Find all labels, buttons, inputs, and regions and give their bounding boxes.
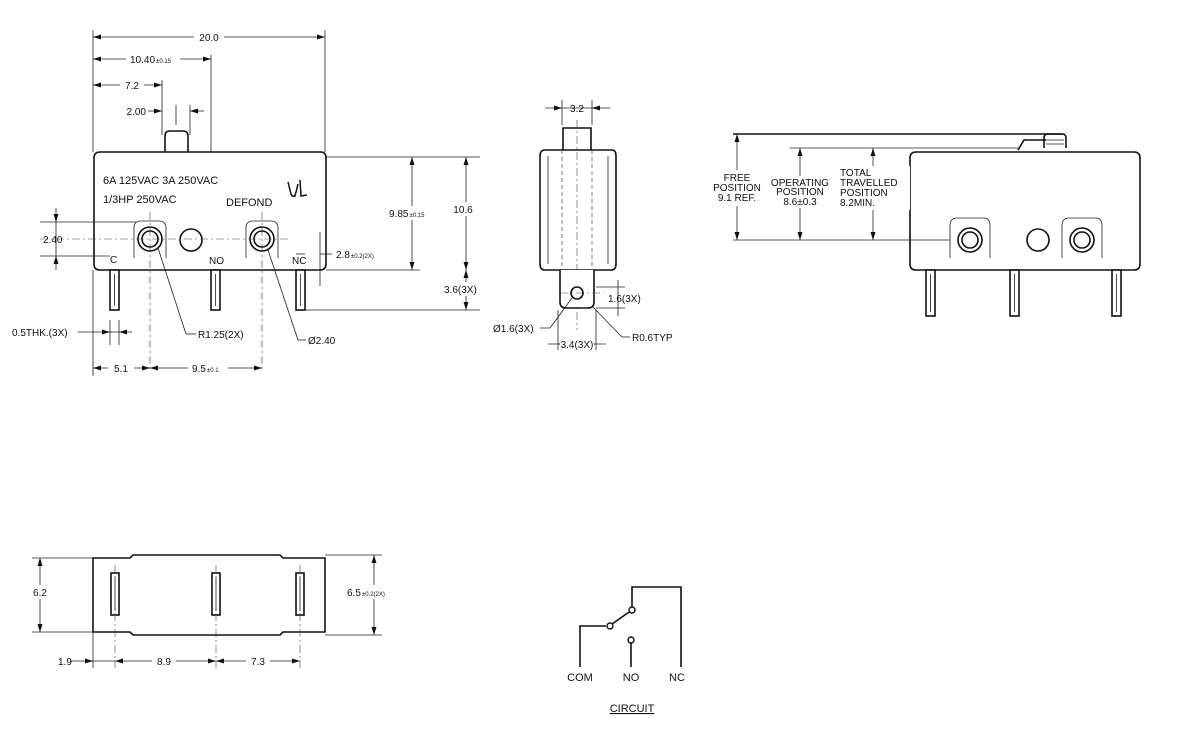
lever-view-plunger-hole — [1026, 228, 1050, 252]
rating-line-1: 6A 125VAC 3A 250VAC — [103, 175, 218, 187]
operating-position-line-3: 8.6±0.3 — [783, 197, 817, 208]
dim-corner-radius: R0.6TYP — [632, 333, 673, 344]
dim-body-width: 6.2 — [33, 588, 47, 599]
dim-terminal-thickness: 0.5THK.(3X) — [12, 328, 68, 339]
total-travelled-line-1: TOTAL — [840, 168, 872, 179]
rating-line-2: 1/3HP 250VAC — [103, 194, 177, 206]
side-view: 3.2 1.6(3X) Ø1.6(3X) R0.6TYP 3.4 — [493, 100, 673, 351]
circuit-title: CIRCUIT — [610, 703, 655, 715]
terminal-label-nc: NC — [292, 256, 306, 267]
circuit-label-com: COM — [567, 672, 593, 684]
total-travelled-line-2: TRAVELLED — [840, 178, 898, 189]
dim-terminal-width: 1.6(3X) — [608, 294, 641, 305]
operating-position-line-2: POSITION — [776, 187, 824, 198]
terminal-label-c: C — [110, 255, 117, 266]
bottom-view: 6.2 6.5±0.2(2X) 1.9 8.9 7.3 — [30, 554, 402, 668]
circuit-diagram: COM NO NC CIRCUIT — [567, 586, 685, 715]
lever-view-hole-left — [957, 227, 983, 253]
lever-view-hole-right — [1069, 227, 1095, 253]
ul-recognized-mark — [287, 179, 308, 197]
dim-actuator-width: 2.00 — [127, 107, 147, 118]
dim-side-actuator-width: 3.2 — [570, 104, 584, 115]
circuit-com-contact — [606, 622, 614, 630]
dim-hole-diameter: Ø2.40 — [308, 336, 336, 347]
free-position-line-3: 9.1 REF. — [718, 193, 756, 204]
dim-span-2: 7.3 — [251, 657, 265, 668]
dim-overall-length: 20.0 — [199, 33, 219, 44]
dim-actuator-offset: 7.2 — [125, 81, 139, 92]
dim-com-offset: 5.1 — [114, 364, 128, 375]
circuit-nc-contact — [628, 606, 636, 614]
total-travelled-line-4: 8.2MIN. — [840, 198, 875, 209]
front-view: 20.0 10.40±0.15 7.2 2.00 6A 125VAC 3A 25… — [12, 30, 490, 376]
dim-terminal-offset: 2.8±0.2(2X) — [336, 250, 374, 261]
dim-actuator-position: 10.40±0.15 — [130, 55, 172, 66]
dim-actuator-height: 9.85±0.15 — [389, 209, 425, 220]
dim-span-1: 8.9 — [157, 657, 171, 668]
lever-view: FREE POSITION 9.1 REF. OPERATING POSITIO… — [705, 133, 1141, 317]
free-position-line-1: FREE — [724, 173, 751, 184]
dim-terminal-length: 3.6(3X) — [444, 285, 477, 296]
dim-body-height: 10.6 — [453, 205, 473, 216]
total-travelled-line-3: POSITION — [840, 188, 888, 199]
dim-edge-offset: 1.9 — [58, 657, 72, 668]
dim-terminal-pitch: 6.5±0.2(2X) — [347, 588, 385, 599]
dim-terminal-hole: Ø1.6(3X) — [493, 324, 534, 335]
free-position-line-2: POSITION — [713, 183, 761, 194]
plunger-hole — [179, 228, 203, 252]
dim-hole-height: 2.40 — [43, 235, 63, 246]
circuit-no-contact — [627, 636, 635, 644]
circuit-label-nc: NC — [669, 672, 685, 684]
dim-hole-radius: R1.25(2X) — [198, 330, 244, 341]
terminal-label-no: NO — [209, 256, 224, 267]
brand-label: DEFOND — [226, 197, 273, 209]
dim-hole-spacing: 9.5±0.1 — [192, 364, 219, 375]
circuit-label-no: NO — [623, 672, 640, 684]
dim-terminal-span: 3.4(3X) — [561, 340, 594, 351]
operating-position-line-1: OPERATING — [771, 178, 829, 189]
